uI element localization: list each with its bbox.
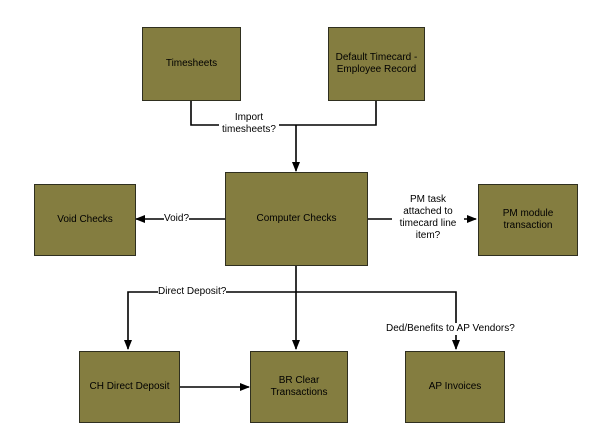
connector-default-timecard [296,101,377,126]
arrow-to-ap-invoices [296,291,460,350]
node-timesheets: Timesheets [142,27,241,101]
node-default-timecard: Default Timecard - Employee Record [328,27,425,101]
node-pm-module: PM module transaction [478,184,578,256]
label-pm-task: PM task attached to timecard line item? [392,194,464,242]
node-br-clear: BR Clear Transactions [250,351,348,423]
label-import-timesheets: Import timesheets? [219,112,279,136]
node-computer-checks: Computer Checks [225,172,368,266]
node-void-checks: Void Checks [34,184,136,256]
node-ap-invoices: AP Invoices [405,351,505,423]
label-direct-deposit: Direct Deposit? [158,286,227,298]
arrow-to-ch-direct-deposit [124,291,296,350]
node-ch-direct-deposit: CH Direct Deposit [79,351,180,423]
label-void: Void? [164,213,190,225]
label-ded-benefits: Ded/Benefits to AP Vendors? [386,323,515,335]
